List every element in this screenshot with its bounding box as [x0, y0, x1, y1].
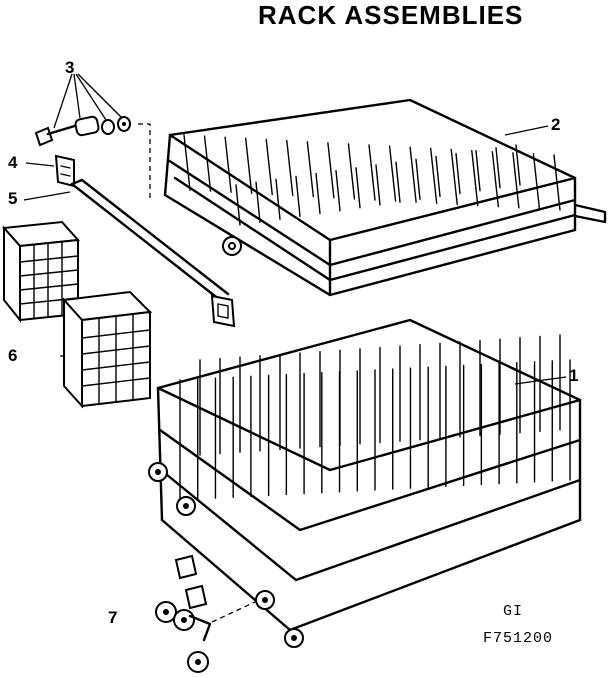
callout-2: 2: [551, 115, 561, 134]
diagram-title: RACK ASSEMBLIES: [258, 0, 524, 30]
stud-and-washers: [34, 73, 151, 201]
callout-1: 1: [569, 366, 579, 385]
rail-clip: [25, 154, 75, 188]
upper-rack: [163, 98, 607, 297]
callout-6: 6: [8, 346, 18, 365]
callout-3: 3: [65, 58, 75, 77]
roller-wheels: [155, 554, 256, 673]
rack-rail: [23, 178, 236, 328]
callout-5: 5: [8, 189, 18, 208]
callout-4: 4: [8, 153, 18, 172]
figure-number: F751200: [483, 630, 554, 647]
lower-rack: [148, 318, 582, 648]
figure-code: GI: [503, 603, 524, 620]
silverware-baskets: [1, 220, 153, 409]
callout-7: 7: [108, 608, 118, 627]
